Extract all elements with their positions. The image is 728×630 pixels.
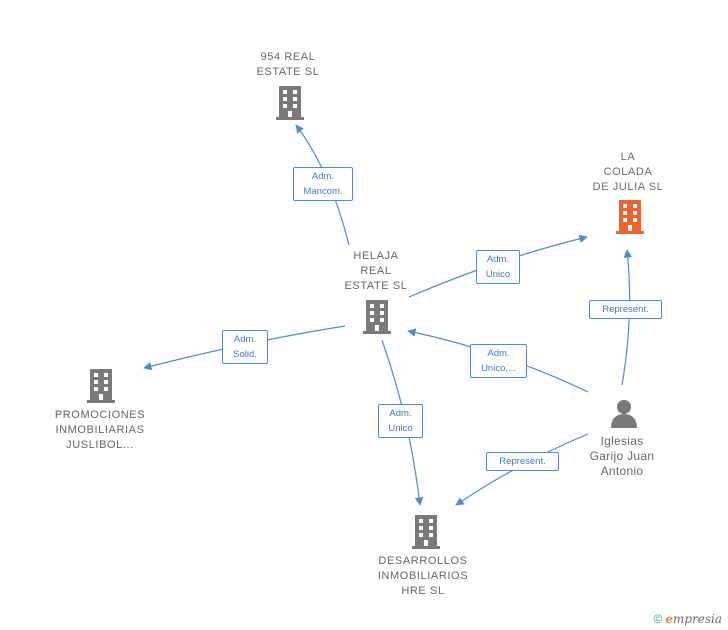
edge-label-helaja-lacolada[interactable]: Adm. Unico xyxy=(476,250,520,284)
footer-brand: © empresia xyxy=(653,612,722,626)
building-icon[interactable] xyxy=(411,515,441,549)
person-icon[interactable] xyxy=(609,398,639,428)
building-icon[interactable] xyxy=(86,369,116,403)
node-label-desarrollos: DESARROLLOS INMOBILIARIOS HRE SL xyxy=(377,555,469,597)
building-icon[interactable] xyxy=(275,86,305,120)
edge-label-helaja-promociones[interactable]: Adm. Solid. xyxy=(222,330,268,364)
edge-label-iglesias-lacolada[interactable]: Represent. xyxy=(589,300,662,319)
edge-label-helaja-954[interactable]: Adm. Mancom. xyxy=(293,167,353,201)
node-label-promociones: PROMOCIONES INMOBILIARIAS JUSLIBOL... xyxy=(54,409,146,451)
node-label-iglesias: Iglesias Garijo Juan Antonio xyxy=(589,434,655,478)
edge-label-iglesias-helaja[interactable]: Adm. Unico,... xyxy=(470,344,527,378)
node-label-helaja: HELAJA REAL ESTATE SL xyxy=(344,250,408,292)
edge-label-helaja-desarrollos[interactable]: Adm. Unico xyxy=(378,404,423,438)
building-icon[interactable] xyxy=(362,300,392,334)
edge-label-iglesias-desarrollos[interactable]: Represent. xyxy=(486,452,559,471)
node-label-la-colada: LA COLADA DE JULIA SL xyxy=(592,151,664,193)
building-icon[interactable] xyxy=(615,200,645,234)
node-label-954-real-estate: 954 REAL ESTATE SL xyxy=(256,51,320,78)
copyright-icon: © xyxy=(653,612,663,626)
brand-logo[interactable]: empresia xyxy=(665,612,722,626)
